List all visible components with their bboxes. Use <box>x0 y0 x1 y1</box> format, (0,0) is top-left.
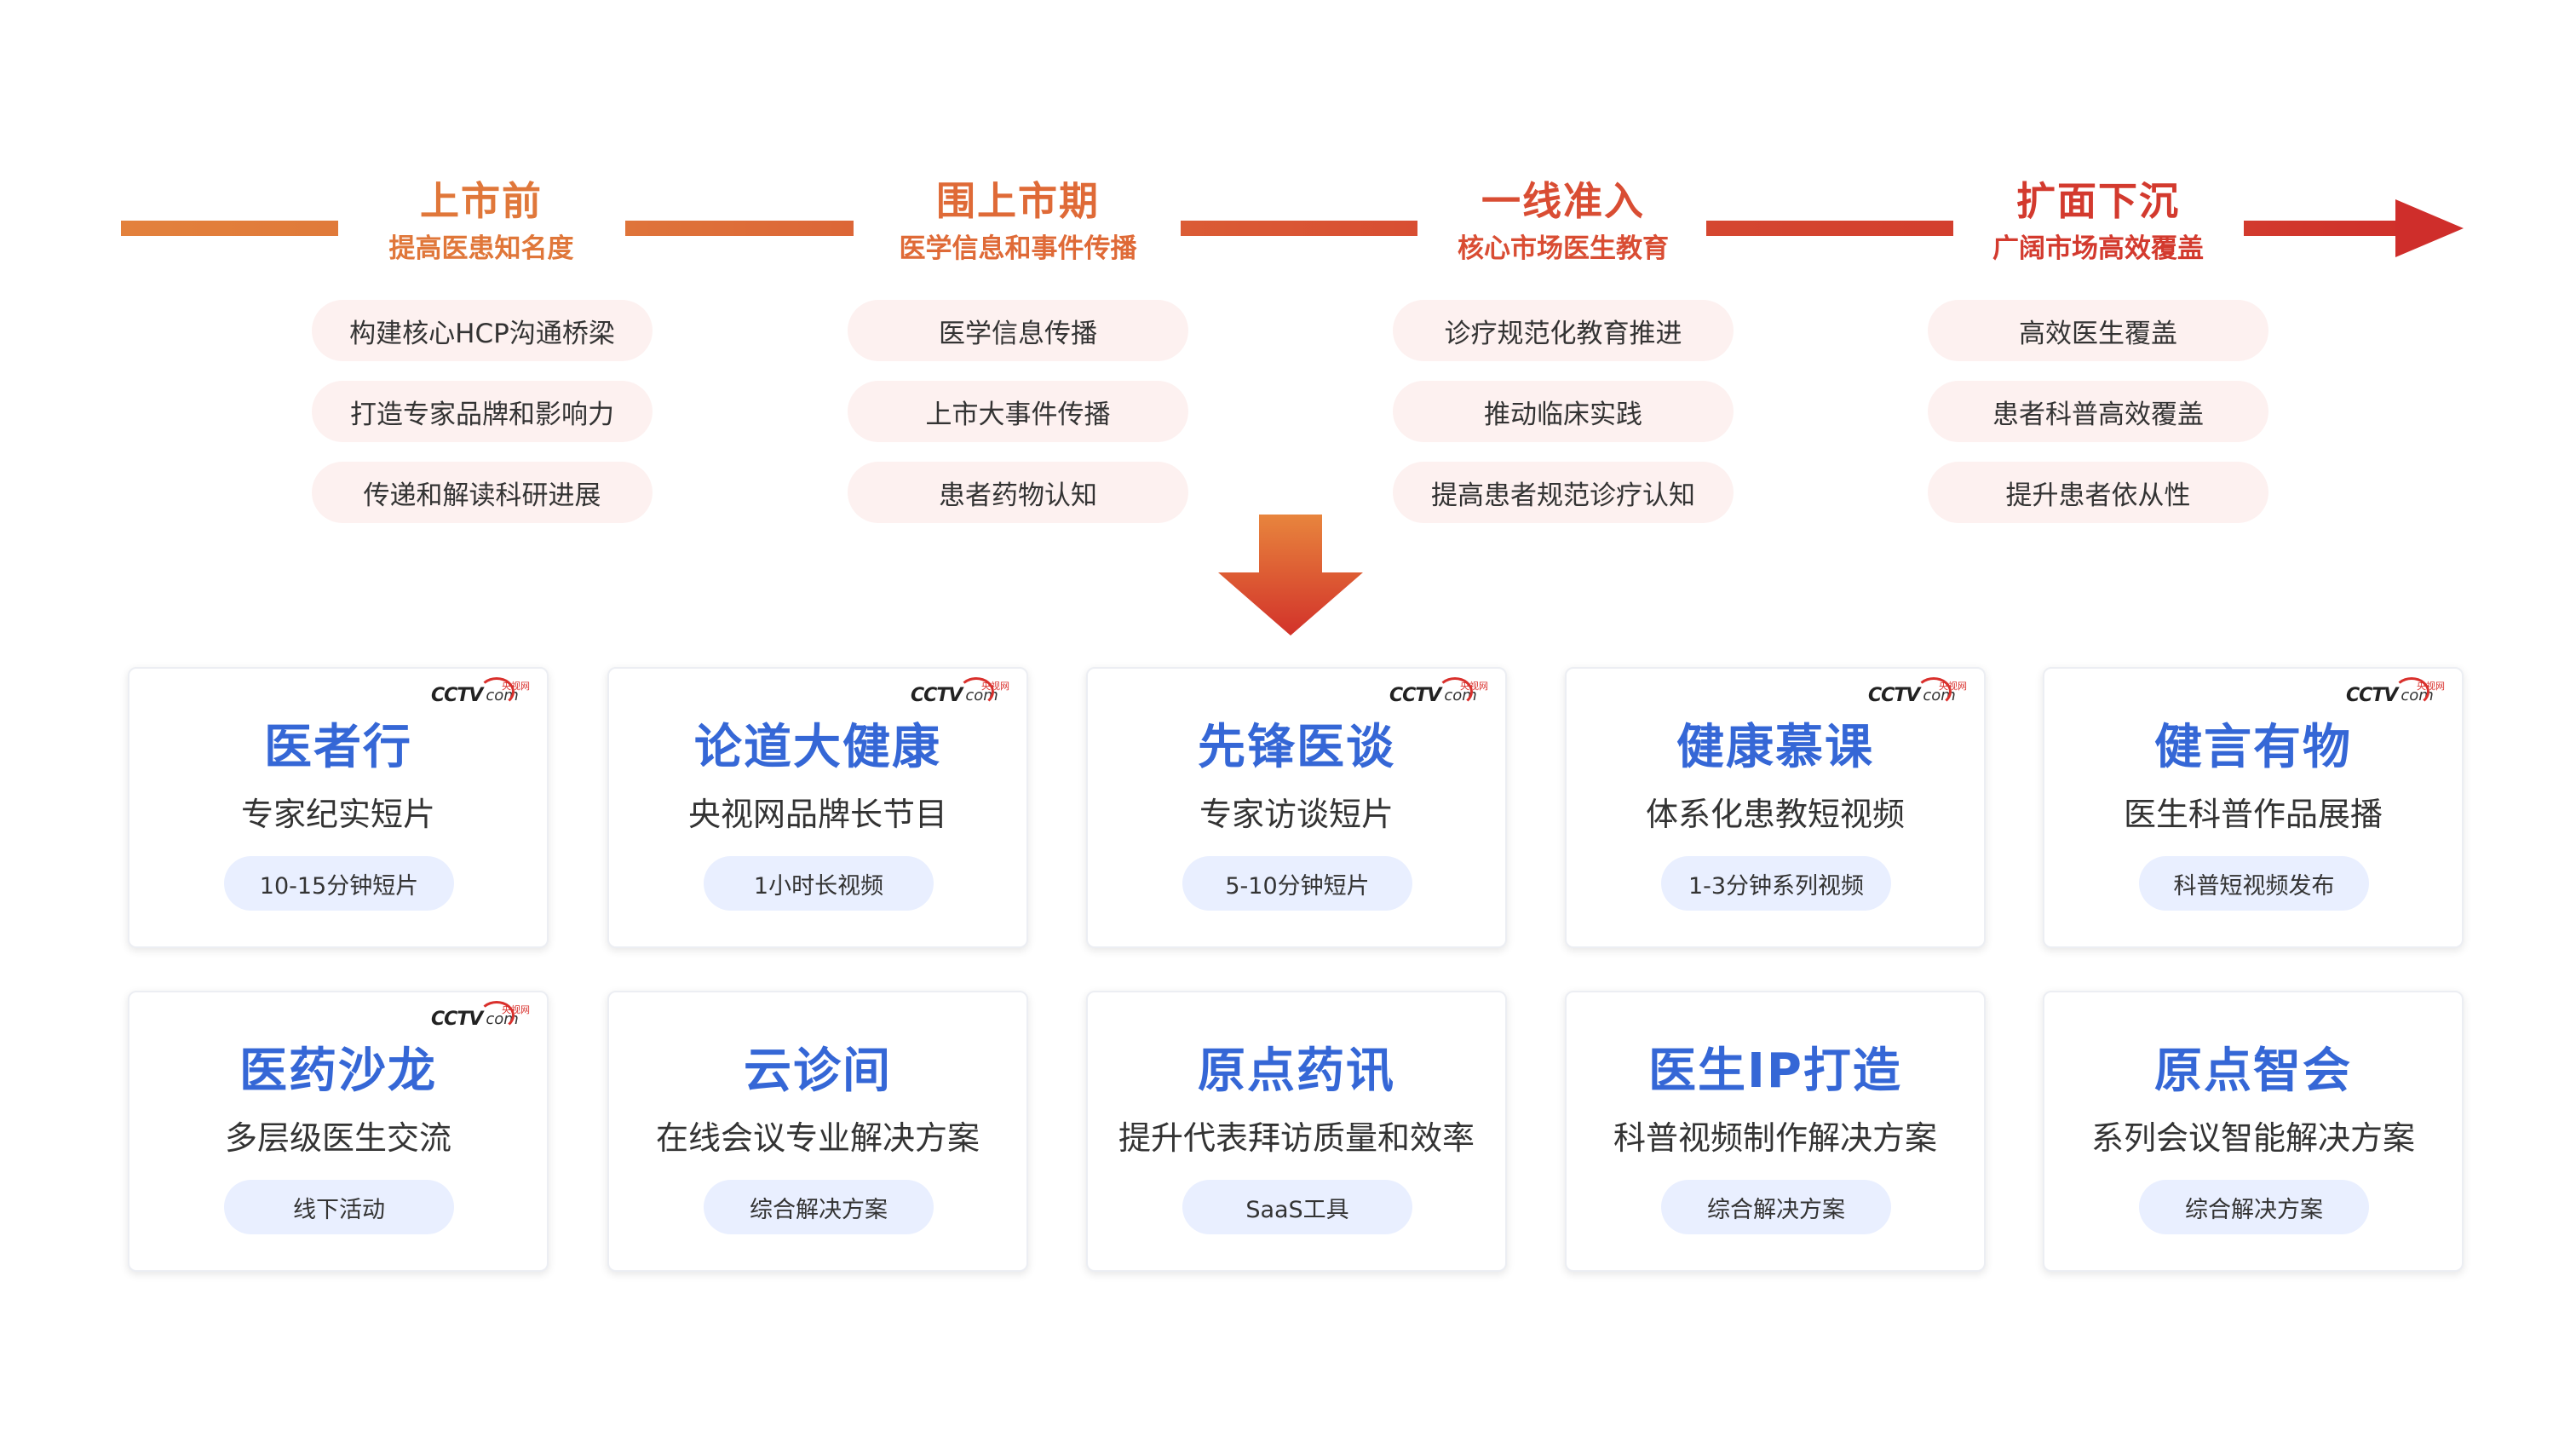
card-description: 在线会议专业解决方案 <box>655 1119 980 1157</box>
card-tag: 1-3分钟系列视频 <box>1661 856 1891 911</box>
card-title: 先锋医谈 <box>1198 720 1395 775</box>
card-description: 系列会议智能解决方案 <box>2090 1119 2415 1157</box>
card-description: 央视网品牌长节目 <box>687 796 947 833</box>
stage-item: 上市大事件传播 <box>848 381 1188 442</box>
card-title: 医生IP打造 <box>1648 1044 1902 1099</box>
stage-items-2: 医学信息传播 上市大事件传播 患者药物认知 <box>848 300 1188 543</box>
stage-item: 患者药物认知 <box>848 462 1188 523</box>
timeline-segment-3 <box>1181 221 1417 236</box>
stage-subtitle: 提高医患知名度 <box>388 233 574 264</box>
stage-subtitle: 医学信息和事件传播 <box>899 233 1137 264</box>
stage-items-3: 诊疗规范化教育推进 推动临床实践 提高患者规范诊疗认知 <box>1393 300 1734 543</box>
card-tag: 10-15分钟短片 <box>224 856 454 911</box>
stage-item: 提升患者依从性 <box>1928 462 2268 523</box>
stage-item: 打造专家品牌和影响力 <box>312 381 653 442</box>
card-tag: 5-10分钟短片 <box>1182 856 1412 911</box>
stage-item: 医学信息传播 <box>848 300 1188 361</box>
card-description: 科普视频制作解决方案 <box>1613 1119 1937 1157</box>
stage-subtitle: 核心市场医生教育 <box>1458 233 1669 264</box>
stage-item: 高效医生覆盖 <box>1928 300 2268 361</box>
stage-item: 传递和解读科研进展 <box>312 462 653 523</box>
stage-title: 一线准入 <box>1481 178 1645 224</box>
stage-subtitle: 广阔市场高效覆盖 <box>1992 233 2204 264</box>
card-tag: 1小时长视频 <box>704 856 934 911</box>
card-title: 医者行 <box>264 720 412 775</box>
card-title: 健言有物 <box>2154 720 2352 775</box>
stage-header-1: 上市前 提高医患知名度 <box>294 177 669 267</box>
stage-item: 推动临床实践 <box>1393 381 1734 442</box>
product-card-doctor-ip[interactable]: 医生IP打造 科普视频制作解决方案 综合解决方案 <box>1565 991 1986 1272</box>
card-description: 提升代表拜访质量和效率 <box>1118 1119 1475 1157</box>
product-card-zhihui[interactable]: 原点智会 系列会议智能解决方案 综合解决方案 <box>2043 991 2464 1272</box>
timeline-segment-2 <box>625 221 854 236</box>
card-title: 原点智会 <box>2154 1044 2352 1099</box>
stage-header-4: 扩面下沉 广阔市场高效覆盖 <box>1911 177 2286 267</box>
card-title: 云诊间 <box>744 1044 892 1099</box>
card-description: 专家访谈短片 <box>1199 796 1394 833</box>
timeline-segment-4 <box>1706 221 1953 236</box>
stage-items-4: 高效医生覆盖 患者科普高效覆盖 提升患者依从性 <box>1928 300 2268 543</box>
stage-title: 围上市期 <box>936 178 1100 224</box>
stage-item: 诊疗规范化教育推进 <box>1393 300 1734 361</box>
timeline-segment-1 <box>121 221 338 236</box>
stage-items-1: 构建核心HCP沟通桥梁 打造专家品牌和影响力 传递和解读科研进展 <box>312 300 653 543</box>
card-description: 医生科普作品展播 <box>2123 796 2383 833</box>
stage-header-2: 围上市期 医学信息和事件传播 <box>831 177 1205 267</box>
card-description: 体系化患教短视频 <box>1645 796 1905 833</box>
stage-title: 上市前 <box>420 178 543 224</box>
stage-item: 构建核心HCP沟通桥梁 <box>312 300 653 361</box>
stage-item: 提高患者规范诊疗认知 <box>1393 462 1734 523</box>
down-arrow-icon <box>1218 515 1363 635</box>
card-title: 论道大健康 <box>694 720 941 775</box>
timeline-arrowhead-icon <box>2395 199 2464 257</box>
card-title: 健康慕课 <box>1676 720 1874 775</box>
card-tag: SaaS工具 <box>1182 1180 1412 1234</box>
card-title: 医药沙龙 <box>239 1044 437 1099</box>
card-tag: 线下活动 <box>224 1180 454 1234</box>
card-tag: 综合解决方案 <box>704 1180 934 1234</box>
card-description: 专家纪实短片 <box>240 796 435 833</box>
stage-item: 患者科普高效覆盖 <box>1928 381 2268 442</box>
card-tag: 综合解决方案 <box>2139 1180 2369 1234</box>
timeline-segment-5 <box>2244 221 2414 236</box>
card-tag: 综合解决方案 <box>1661 1180 1891 1234</box>
card-tag: 科普短视频发布 <box>2139 856 2369 911</box>
product-card-yunzhenjian[interactable]: 云诊间 在线会议专业解决方案 综合解决方案 <box>607 991 1028 1272</box>
card-title: 原点药讯 <box>1198 1044 1395 1099</box>
stage-title: 扩面下沉 <box>2016 178 2180 224</box>
product-card-yaoxun[interactable]: 原点药讯 提升代表拜访质量和效率 SaaS工具 <box>1086 991 1507 1272</box>
card-description: 多层级医生交流 <box>224 1119 451 1157</box>
stage-header-3: 一线准入 核心市场医生教育 <box>1376 177 1751 267</box>
